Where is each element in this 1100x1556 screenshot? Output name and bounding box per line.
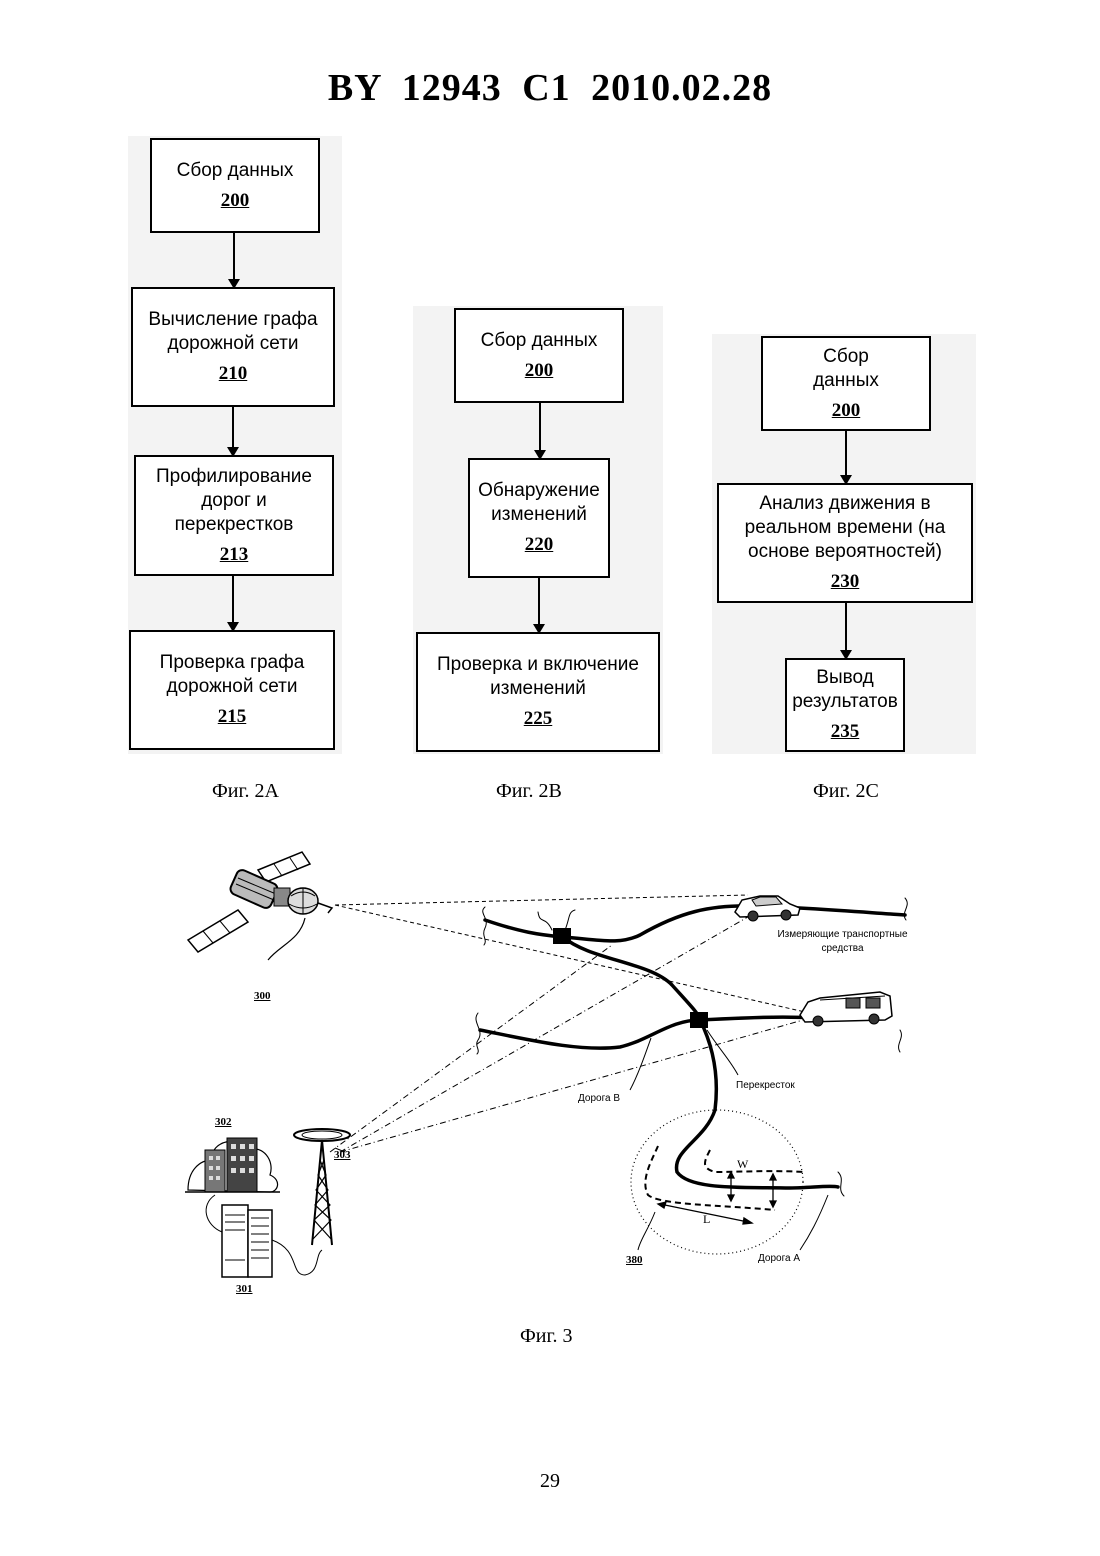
width-label: W xyxy=(737,1157,748,1172)
satellite-icon xyxy=(188,852,332,960)
vehicles-label: Измеряющие транспортные средства xyxy=(775,928,910,956)
intersection-marker-2 xyxy=(690,1012,708,1028)
server-icon xyxy=(206,1195,322,1277)
fig3-caption: Фиг. 3 xyxy=(520,1325,572,1348)
page-number: 29 xyxy=(0,1470,1100,1493)
car-icon xyxy=(735,896,800,921)
tower-ref: 303 xyxy=(334,1149,351,1161)
dimension-markers xyxy=(658,1172,776,1224)
server-ref: 301 xyxy=(236,1283,253,1295)
building-icon xyxy=(185,1138,280,1192)
intersection-marker-1 xyxy=(553,928,571,944)
building-ref: 302 xyxy=(215,1116,232,1128)
length-label: L xyxy=(703,1212,710,1227)
road-b-label: Дорога В xyxy=(578,1093,620,1104)
analysis-zone xyxy=(631,1110,803,1254)
road-a-label: Дорога А xyxy=(758,1253,800,1264)
antenna-tower-icon xyxy=(294,1129,350,1245)
satellite-ref: 300 xyxy=(254,990,271,1002)
ambulance-icon xyxy=(800,992,892,1026)
zone-ref: 380 xyxy=(626,1254,643,1266)
intersection-label: Перекресток xyxy=(736,1080,795,1091)
